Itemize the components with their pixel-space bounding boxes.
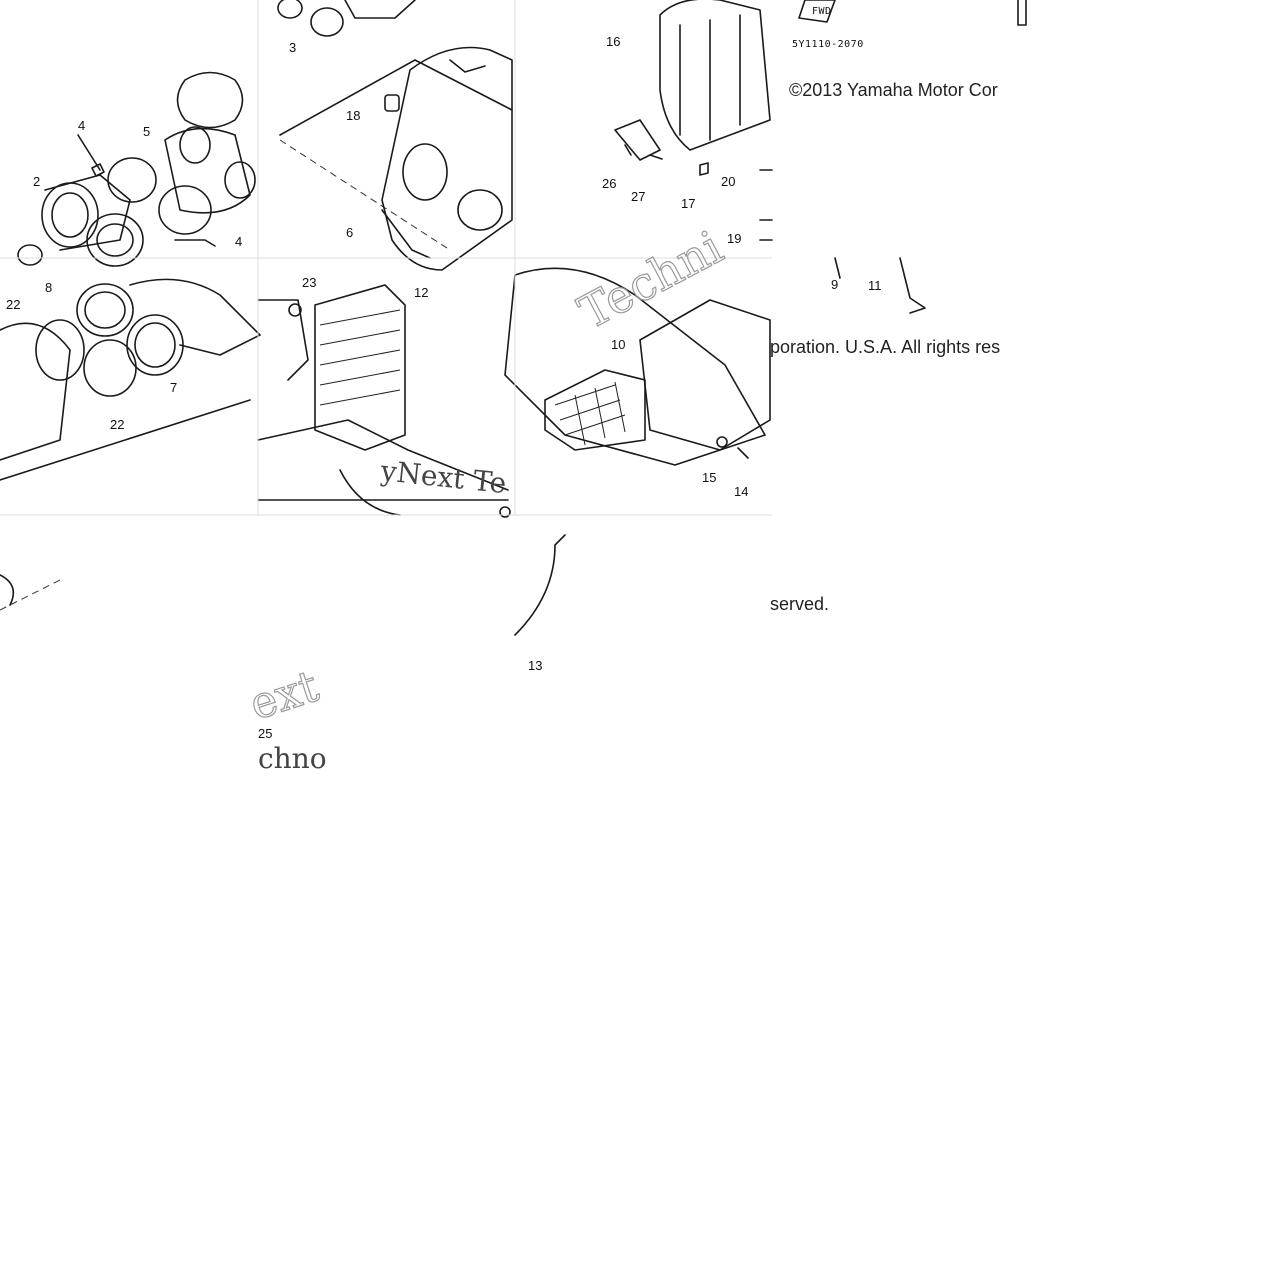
callout-20: 20 [721, 174, 735, 189]
callout-9: 9 [831, 277, 838, 292]
callout-10: 10 [611, 337, 625, 352]
callout-19: 19 [727, 231, 741, 246]
watermark-fragment: chno [258, 742, 327, 775]
callout-22: 22 [6, 297, 20, 312]
callout-14: 14 [734, 484, 748, 499]
air-cleaner [505, 258, 925, 635]
callout-26: 26 [602, 176, 616, 191]
copyright-line-3: served. [770, 594, 830, 614]
callout-6: 6 [346, 225, 353, 240]
callout-labels: 2 3 4 4 5 6 7 8 9 10 11 12 13 14 15 16 1… [6, 34, 882, 741]
callout-16: 16 [606, 34, 620, 49]
callout-4: 4 [78, 118, 85, 133]
callout-12: 12 [414, 285, 428, 300]
lower-joint-group [0, 279, 260, 610]
callout-7: 7 [170, 380, 177, 395]
callout-8: 8 [45, 280, 52, 295]
intake-joint-group [18, 73, 255, 267]
watermark-fragment: Techni [570, 220, 731, 340]
callout-15: 15 [702, 470, 716, 485]
air-box-front [278, 0, 512, 270]
callout-27: 27 [631, 189, 645, 204]
part-code: 5Y1110-2070 [792, 39, 864, 50]
callout-11: 11 [868, 278, 882, 293]
watermark-fragment: yNext Te [378, 454, 508, 500]
callout-18: 18 [346, 108, 360, 123]
callout-13: 13 [528, 658, 542, 673]
callout-23: 23 [302, 275, 316, 290]
callout-5: 5 [143, 124, 150, 139]
callout-25: 25 [258, 726, 272, 741]
watermark-fragment: ext [244, 661, 325, 731]
copyright-line-1: ©2013 Yamaha Motor Cor [789, 80, 998, 100]
callout-22: 22 [110, 417, 124, 432]
air-box-rear [615, 0, 1026, 240]
callout-2: 2 [33, 174, 40, 189]
fwd-label: FWD [812, 6, 832, 17]
intake-duct [258, 285, 510, 517]
callout-17: 17 [681, 196, 695, 211]
copyright-line-2: poration. U.S.A. All rights res [770, 337, 1001, 357]
callout-3: 3 [289, 40, 296, 55]
callout-4: 4 [235, 234, 242, 249]
